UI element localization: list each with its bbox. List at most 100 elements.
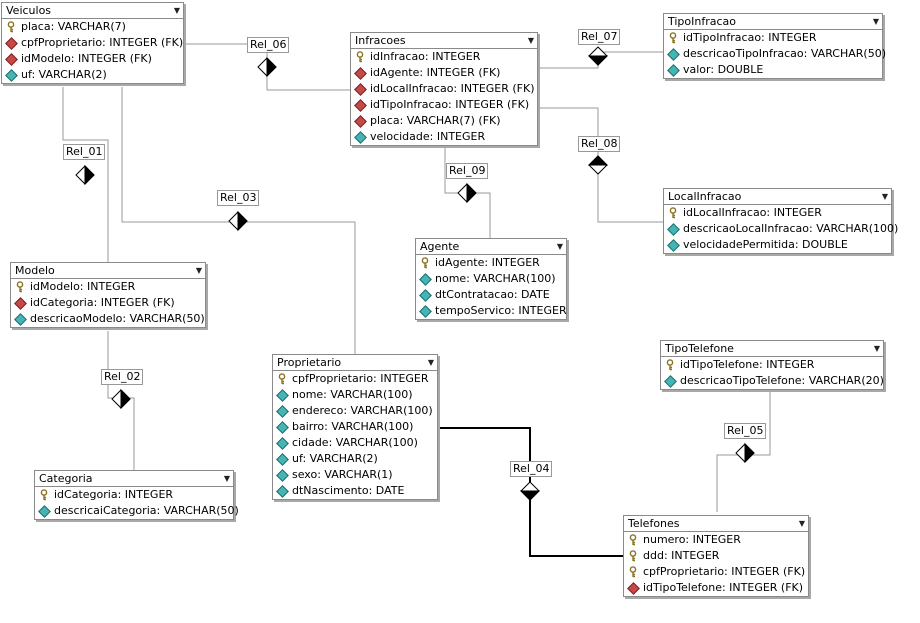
attribute-row[interactable]: valor: DOUBLE xyxy=(664,62,882,78)
attribute-row[interactable]: cpfProprietario: INTEGER (FK) xyxy=(2,35,183,51)
entity-header[interactable]: Modelo▼ xyxy=(11,263,205,279)
attribute-diamond-icon xyxy=(276,485,288,497)
attribute-text: idInfracao: INTEGER xyxy=(370,50,481,63)
attribute-text: dtContratacao: DATE xyxy=(435,288,550,301)
dropdown-arrow-icon[interactable]: ▼ xyxy=(872,17,879,26)
attribute-row[interactable]: tempoServico: INTEGER xyxy=(416,303,567,319)
dropdown-arrow-icon[interactable]: ▼ xyxy=(527,36,534,45)
rel-06-label[interactable]: Rel_06 xyxy=(247,37,290,53)
dropdown-arrow-icon[interactable]: ▼ xyxy=(427,358,434,367)
entity-title: TipoInfracao xyxy=(668,15,737,28)
dropdown-arrow-icon[interactable]: ▼ xyxy=(223,474,230,483)
attribute-row[interactable]: idInfracao: INTEGER xyxy=(351,49,537,65)
primary-key-icon xyxy=(419,257,431,269)
rel-03-label[interactable]: Rel_03 xyxy=(217,190,260,206)
attribute-row[interactable]: idTipoTelefone: INTEGER xyxy=(661,357,883,373)
attribute-text: endereco: VARCHAR(100) xyxy=(292,404,433,417)
attribute-row[interactable]: ddd: INTEGER xyxy=(624,548,808,564)
attribute-text: descricaoModelo: VARCHAR(50) xyxy=(30,312,205,325)
entity-header[interactable]: Agente ▼ xyxy=(416,239,566,255)
rel-04-label[interactable]: Rel_04 xyxy=(510,461,553,477)
attribute-row[interactable]: descricaoTipoInfracao: VARCHAR(50) xyxy=(664,46,886,62)
attribute-row[interactable]: idTipoTelefone: INTEGER (FK) xyxy=(624,580,808,596)
rel-02-label[interactable]: Rel_02 xyxy=(101,369,144,385)
dropdown-arrow-icon[interactable]: ▼ xyxy=(556,242,563,251)
rel-01-label[interactable]: Rel_01 xyxy=(63,144,106,160)
dropdown-arrow-icon[interactable]: ▼ xyxy=(173,6,180,15)
dropdown-arrow-icon[interactable]: ▼ xyxy=(195,266,202,275)
attribute-row[interactable]: descricaoModelo: VARCHAR(50) xyxy=(11,311,205,327)
attribute-row[interactable]: sexo: VARCHAR(1) xyxy=(273,467,437,483)
entity-header[interactable]: Infracoes▼ xyxy=(351,33,537,49)
foreign-key-diamond-icon xyxy=(354,115,366,127)
dropdown-arrow-icon[interactable]: ▼ xyxy=(881,192,888,201)
attribute-row[interactable]: idLocalInfracao: INTEGER (FK) xyxy=(351,81,537,97)
attribute-text: idModelo: INTEGER (FK) xyxy=(21,52,152,65)
attribute-row[interactable]: idModelo: INTEGER xyxy=(11,279,205,295)
attribute-row[interactable]: placa: VARCHAR(7) (FK) xyxy=(351,113,537,129)
attribute-row[interactable]: descricaiCategoria: VARCHAR(50) xyxy=(35,503,239,519)
attribute-row[interactable]: cpfProprietario: INTEGER (FK) xyxy=(624,564,808,580)
entity-veiculos[interactable]: Veiculos▼placa: VARCHAR(7) cpfProprietari… xyxy=(1,2,184,84)
attribute-text: descricaiCategoria: VARCHAR(50) xyxy=(54,504,239,517)
entity-title: TipoTelefone xyxy=(665,342,734,355)
attribute-row[interactable]: nome: VARCHAR(100) xyxy=(273,387,437,403)
rel-08-label[interactable]: Rel_08 xyxy=(578,136,621,152)
entity-header[interactable]: Categoria▼ xyxy=(35,471,233,487)
primary-key-icon xyxy=(276,373,288,385)
attribute-row[interactable]: cidade: VARCHAR(100) xyxy=(273,435,437,451)
attribute-row[interactable]: idLocalInfracao: INTEGER xyxy=(664,205,891,221)
attribute-row[interactable]: idModelo: INTEGER (FK) xyxy=(2,51,183,67)
entity-header[interactable]: LocalInfracao ▼ xyxy=(664,189,891,205)
rel-09-label[interactable]: Rel_09 xyxy=(446,163,489,179)
attribute-row[interactable]: velocidade: INTEGER xyxy=(351,129,537,145)
entity-header[interactable]: Proprietario▼ xyxy=(273,355,437,371)
attribute-row[interactable]: cpfProprietario: INTEGER xyxy=(273,371,437,387)
entity-infracoes[interactable]: Infracoes▼idInfracao: INTEGER idAgente: I… xyxy=(350,32,538,146)
attribute-row[interactable]: uf: VARCHAR(2) xyxy=(273,451,437,467)
attribute-row[interactable]: idTipoInfracao: INTEGER xyxy=(664,30,882,46)
attribute-row[interactable]: dtNascimento: DATE xyxy=(273,483,437,499)
entity-header[interactable]: Veiculos▼ xyxy=(2,3,183,19)
attribute-text: idTipoTelefone: INTEGER (FK) xyxy=(643,581,804,594)
attribute-row[interactable]: endereco: VARCHAR(100) xyxy=(273,403,437,419)
attribute-row[interactable]: descricaoTipoTelefone: VARCHAR(20) xyxy=(661,373,884,389)
rel-05-label[interactable]: Rel_05 xyxy=(724,423,767,439)
attribute-row[interactable]: placa: VARCHAR(7) xyxy=(2,19,183,35)
attribute-row[interactable]: idCategoria: INTEGER (FK) xyxy=(11,295,205,311)
primary-key-icon xyxy=(667,207,679,219)
dropdown-arrow-icon[interactable]: ▼ xyxy=(873,344,880,353)
entity-header[interactable]: TipoInfracao ▼ xyxy=(664,14,882,30)
attribute-diamond-icon xyxy=(276,469,288,481)
attribute-row[interactable]: dtContratacao: DATE xyxy=(416,287,566,303)
attribute-text: placa: VARCHAR(7) xyxy=(21,20,126,33)
dropdown-arrow-icon[interactable]: ▼ xyxy=(798,519,805,528)
attribute-text: velocidadePermitida: DOUBLE xyxy=(683,238,848,251)
attribute-row[interactable]: nome: VARCHAR(100) xyxy=(416,271,566,287)
entity-title: Agente xyxy=(420,240,460,253)
attribute-row[interactable]: uf: VARCHAR(2) xyxy=(2,67,183,83)
entity-title: LocalInfracao xyxy=(668,190,742,203)
primary-key-icon xyxy=(627,550,639,562)
attribute-row[interactable]: idAgente: INTEGER xyxy=(416,255,566,271)
attribute-row[interactable]: bairro: VARCHAR(100) xyxy=(273,419,437,435)
rel-07-label[interactable]: Rel_07 xyxy=(578,29,621,45)
attribute-row[interactable]: idAgente: INTEGER (FK) xyxy=(351,65,537,81)
attribute-text: numero: INTEGER xyxy=(643,533,741,546)
attribute-row[interactable]: numero: INTEGER xyxy=(624,532,808,548)
attribute-row[interactable]: velocidadePermitida: DOUBLE xyxy=(664,237,891,253)
attribute-text: uf: VARCHAR(2) xyxy=(292,452,378,465)
attribute-row[interactable]: idTipoInfracao: INTEGER (FK) xyxy=(351,97,537,113)
attribute-row[interactable]: descricaoLocalInfracao: VARCHAR(100) xyxy=(664,221,898,237)
entity-header[interactable]: Telefones▼ xyxy=(624,516,808,532)
entity-header[interactable]: TipoTelefone ▼ xyxy=(661,341,883,357)
attribute-row[interactable]: idCategoria: INTEGER xyxy=(35,487,233,503)
